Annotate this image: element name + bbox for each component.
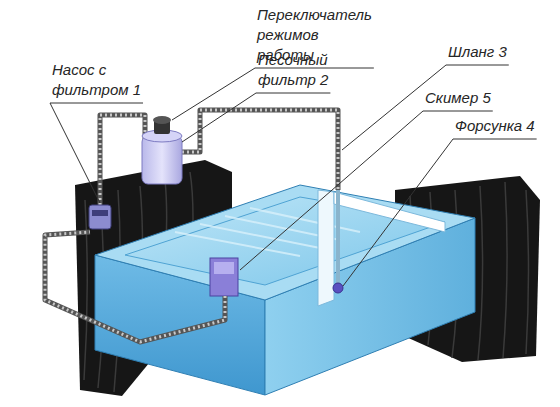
callout-label: Скимер 5 [425, 88, 525, 108]
leader-line [240, 111, 493, 270]
ground-block [75, 160, 540, 396]
leader-line [342, 65, 509, 150]
callout-label: Форсунка 4 [455, 116, 553, 136]
hose [45, 110, 343, 342]
sand-filter [142, 116, 182, 184]
leader-line [50, 103, 143, 203]
pump [89, 205, 111, 229]
pool [95, 185, 475, 395]
leader-line [343, 139, 537, 286]
callout-label: Шланг 3 [448, 42, 548, 62]
leader-line [182, 93, 330, 142]
callout-label: Насос с фильтром 1 [52, 60, 144, 100]
callout-label: Песочный фильтр 2 [258, 50, 350, 90]
